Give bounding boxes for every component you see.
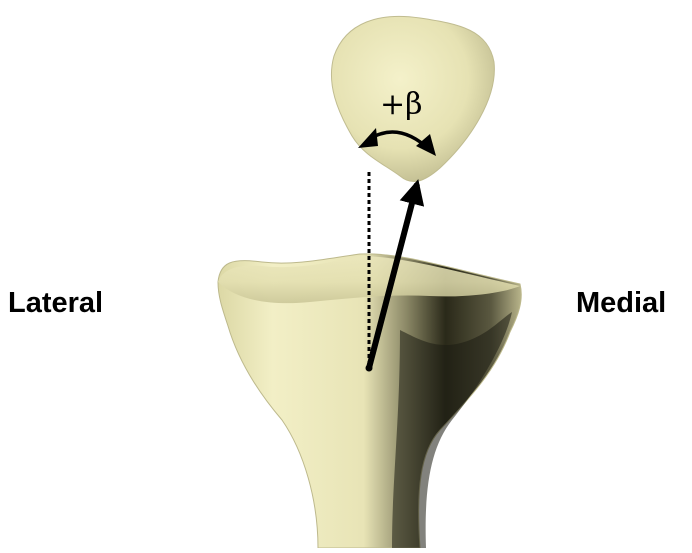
medial-label: Medial [576,289,666,318]
lateral-label: Lateral [8,289,103,318]
shaft-shadow [392,312,512,548]
angle-label: +β [380,87,422,122]
